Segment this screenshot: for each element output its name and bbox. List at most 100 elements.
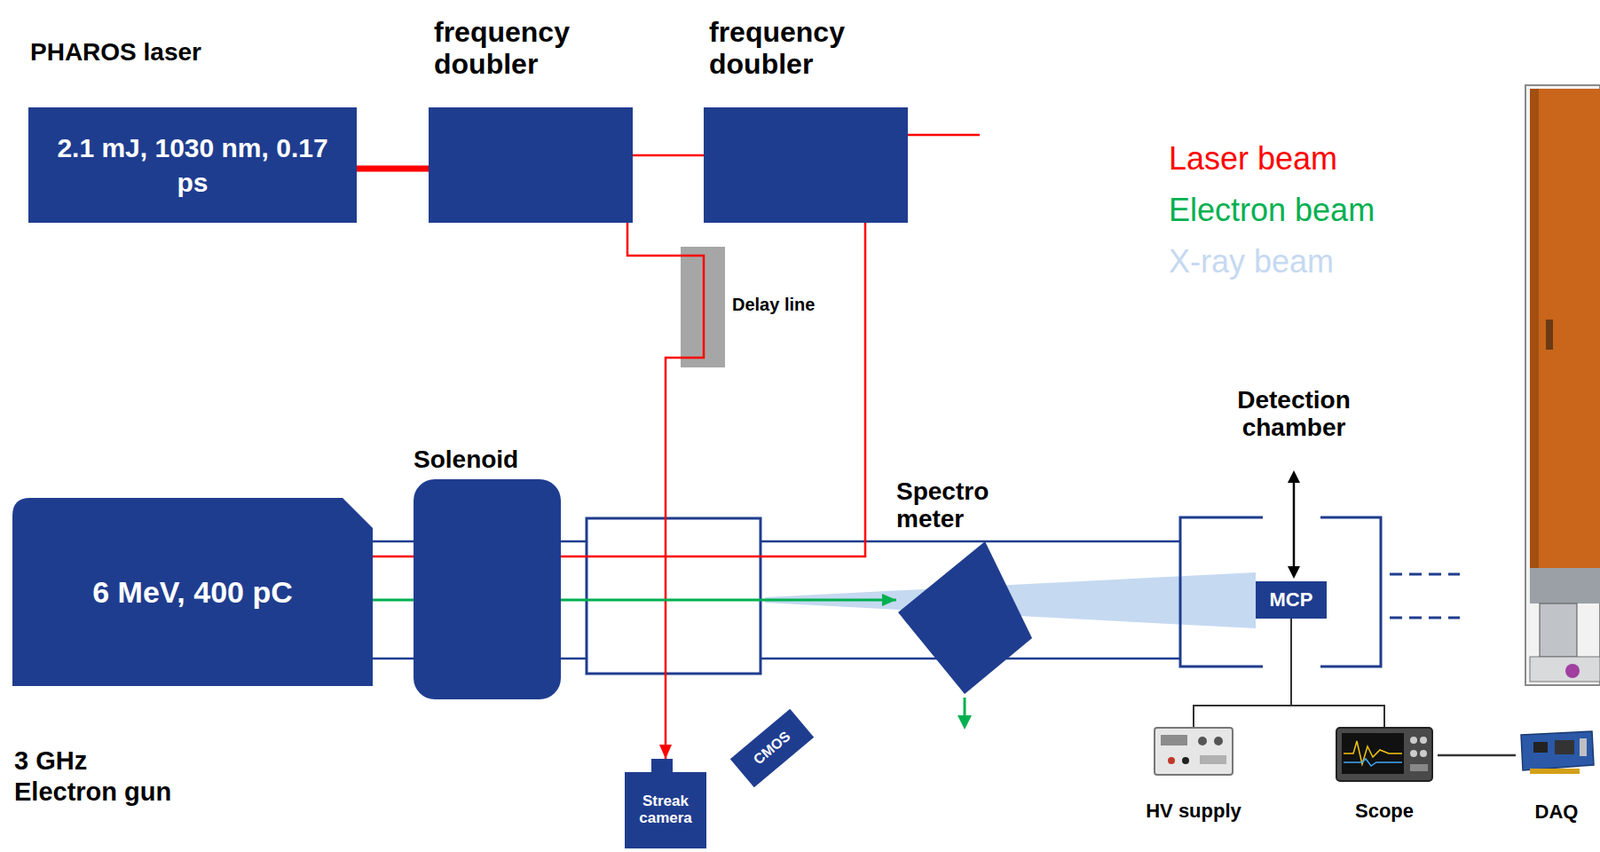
delay-line-shape: [680, 246, 726, 368]
dumped-electron-arrow: [957, 697, 972, 730]
icon-trace: [1343, 740, 1403, 765]
beam-pipe: [372, 657, 414, 661]
icon-knob: [1213, 736, 1223, 746]
delay-line-stage: Delay line: [680, 246, 726, 368]
node-heading: Detection chamber: [1227, 386, 1361, 442]
hv-supply: HV supply: [1144, 726, 1243, 777]
beam-connector: [1437, 754, 1516, 757]
arrowhead: [1287, 566, 1301, 579]
beam-connector: [1291, 618, 1385, 727]
node-heading: Solenoid: [413, 445, 519, 474]
legend-swatch: X-ray beam: [1168, 243, 1334, 281]
beam-pipe: [560, 657, 587, 661]
doubler-box: frequency doubler: [703, 107, 908, 223]
manipulator-line: [1292, 480, 1296, 568]
legend-text: X-ray beam: [1168, 243, 1334, 280]
beam-pipe: [560, 540, 587, 544]
arrowhead: [957, 715, 972, 730]
render-block-edge: [1529, 88, 1539, 568]
icon-board: [1521, 731, 1594, 771]
icon-body: [1336, 727, 1433, 781]
beam-connector: [632, 154, 704, 158]
icon-display: [1160, 734, 1188, 746]
node-heading: frequency doubler: [709, 16, 869, 81]
doubler-box: frequency doubler: [428, 107, 633, 223]
laser-output-line: [907, 133, 980, 137]
node-heading: frequency doubler: [433, 16, 594, 81]
render-detail: [1545, 319, 1553, 350]
node-caption: 3 GHz Electron gun: [14, 745, 183, 808]
icon-trace: [1343, 758, 1403, 766]
electron-dump-line: [963, 697, 967, 718]
node-label: 6 MeV, 400 pC: [92, 575, 293, 610]
icon-knob: [1198, 736, 1207, 746]
icon-knob: [1410, 749, 1418, 757]
node-label: 2.1 mJ, 1030 nm, 0.17 ps: [53, 130, 332, 200]
node-label: DAQ: [1535, 800, 1579, 824]
icon-chip: [1533, 741, 1548, 753]
icon-button: [1410, 764, 1428, 772]
icon-knob: [1410, 736, 1418, 744]
camera-lens: [651, 758, 673, 773]
node-label: MCP: [1269, 588, 1314, 612]
interaction-chamber: [586, 518, 761, 674]
streak-camera: Streak camera: [624, 772, 707, 849]
icon-screen: [1341, 733, 1404, 774]
beam-pipe: [760, 540, 1181, 544]
icon-body: [1154, 727, 1233, 775]
legend-text: Laser beam: [1168, 140, 1338, 177]
node-label: CMOS: [750, 728, 794, 769]
cmos-camera: CMOS: [730, 709, 814, 789]
node-label: Delay line: [732, 294, 815, 316]
icon-knob: [1419, 736, 1427, 744]
scope-icon: [1335, 726, 1434, 782]
icon-switch: [1199, 755, 1227, 765]
hv-supply-icon: [1153, 726, 1234, 776]
node-heading: Spectro meter: [896, 478, 1012, 534]
electron-gun: 6 MeV, 400 pC3 GHz Electron gun: [12, 497, 373, 686]
solenoid: Solenoid: [413, 479, 561, 700]
dashed-pipe: [1389, 573, 1460, 576]
render-plate: [1529, 656, 1600, 682]
node-heading: PHAROS laser: [30, 38, 202, 67]
beam-connector: [1193, 618, 1292, 727]
spectrometer: Spectro meter: [896, 536, 1035, 697]
apparatus-render: [1525, 85, 1600, 686]
node-label: HV supply: [1145, 799, 1242, 823]
icon-connector: [1579, 738, 1587, 757]
node-label: Scope: [1355, 799, 1414, 823]
delay-path: [680, 255, 704, 358]
render-base: [1529, 567, 1600, 604]
legend-text: Electron beam: [1168, 191, 1375, 229]
daq-icon: [1517, 729, 1596, 776]
daq-card: DAQ: [1515, 729, 1598, 776]
arrowhead: [1287, 470, 1301, 483]
chamber-wall: [1180, 517, 1381, 667]
beam-connector: [665, 357, 681, 759]
render-block: [1529, 88, 1600, 568]
dashed-pipe: [1389, 616, 1460, 620]
beam-connector: [627, 222, 681, 256]
icon-socket: [1167, 756, 1175, 765]
gun-body: [12, 497, 373, 686]
legend-swatch: Electron beam: [1168, 191, 1375, 229]
icon-knob: [1419, 749, 1427, 757]
spectrometer-magnet: [898, 541, 1033, 694]
detection-chamber: Detection chamberMCP: [1178, 515, 1383, 669]
mcp-detector: MCP: [1255, 581, 1327, 619]
spectrometer-shape: [896, 536, 1035, 697]
icon-chip: [1554, 740, 1575, 755]
delay-stage: [680, 246, 726, 368]
render-mount: [1539, 603, 1577, 657]
laser-box: PHAROS laser2.1 mJ, 1030 nm, 0.17 ps: [28, 107, 357, 223]
icon-contacts: [1529, 768, 1580, 774]
beam-connector: [356, 165, 429, 173]
beam-pipe: [372, 540, 414, 544]
oscilloscope: Scope: [1331, 726, 1438, 782]
node-label: Streak camera: [628, 793, 703, 827]
render-knob: [1565, 663, 1580, 678]
icon-socket: [1182, 756, 1190, 765]
render-frame: [1525, 85, 1600, 686]
manipulator-arrow: [1287, 470, 1301, 579]
